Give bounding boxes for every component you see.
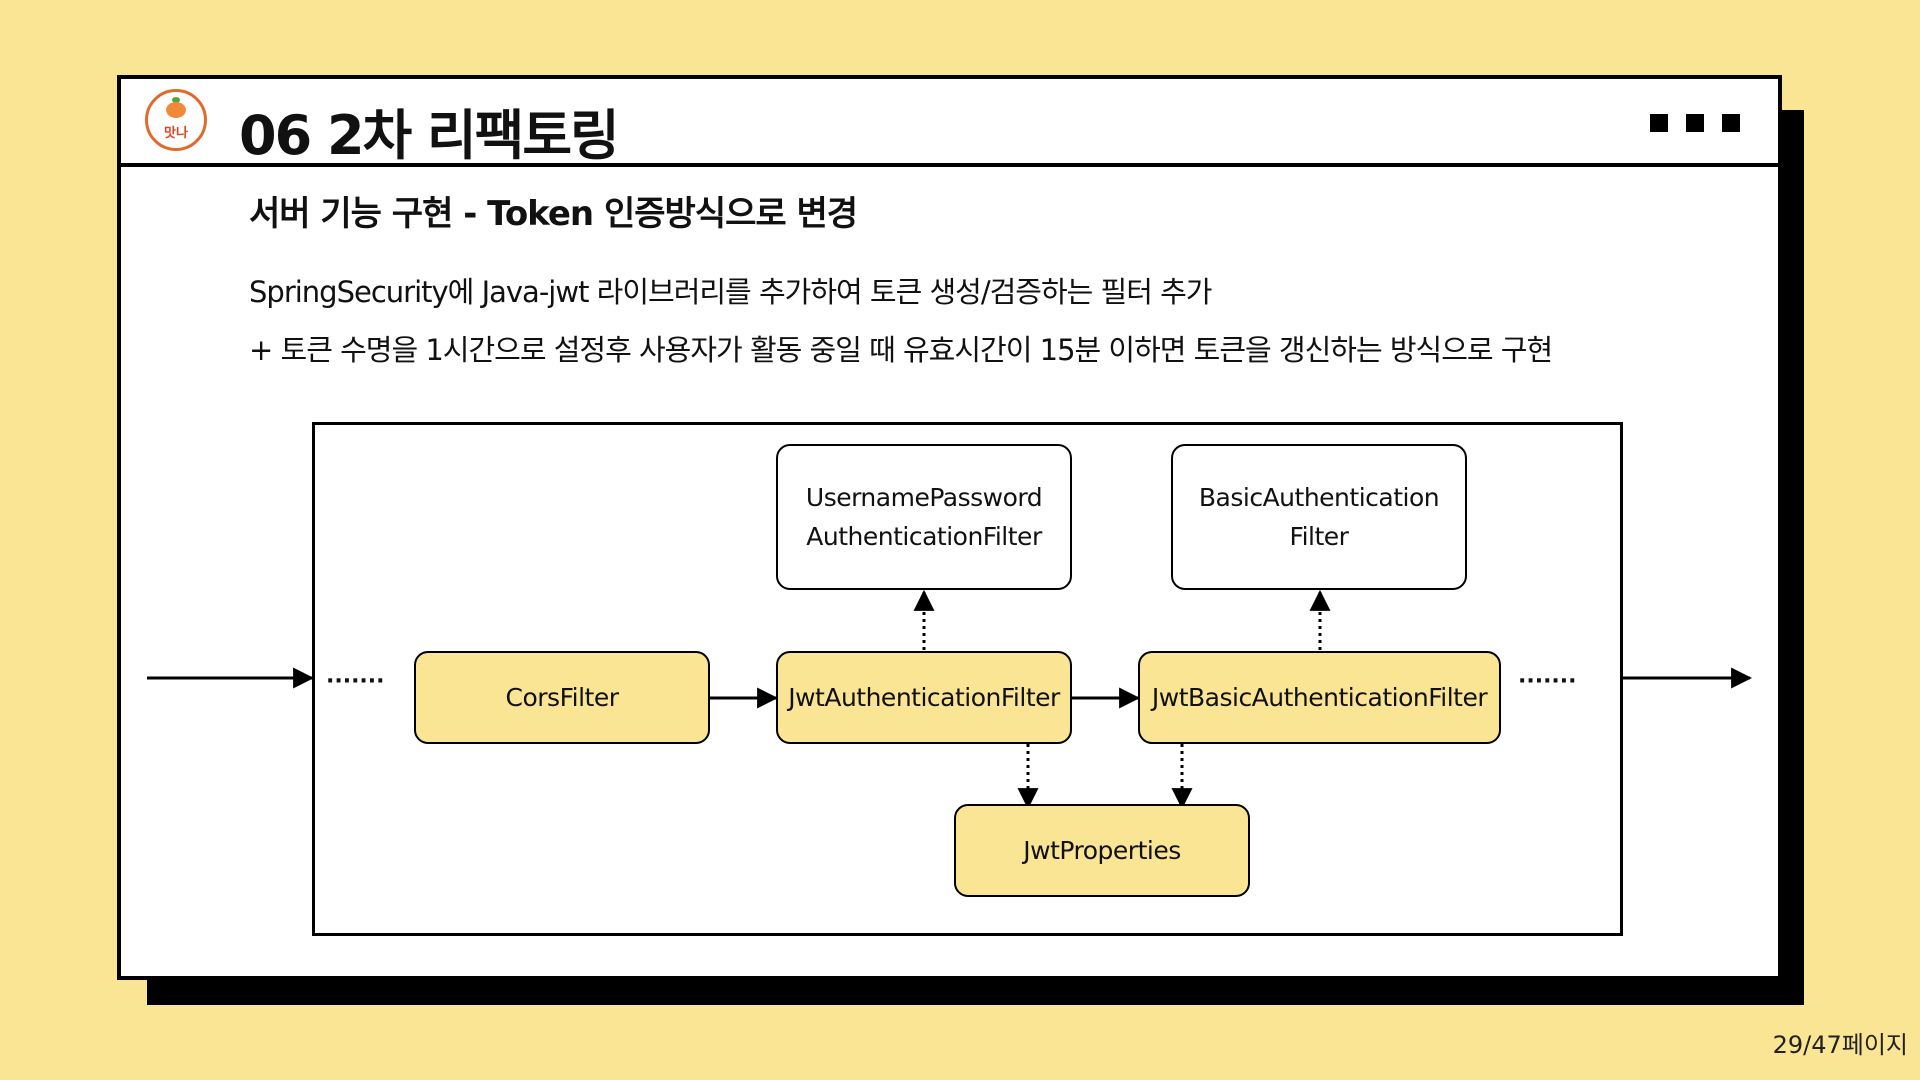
logo-text: 맛나 bbox=[164, 126, 188, 141]
node-label-line: AuthenticationFilter bbox=[806, 522, 1042, 551]
page-indicator: 29/47페이지 bbox=[1772, 1031, 1908, 1059]
slide-header: 맛나 06 2차 리팩토링 bbox=[121, 79, 1778, 167]
node-jwt-properties: JwtProperties bbox=[954, 804, 1250, 897]
description-line-1: SpringSecurity에 Java-jwt 라이브러리를 추가하여 토큰 … bbox=[249, 275, 1212, 309]
node-username-password-auth-filter: UsernamePassword AuthenticationFilter bbox=[776, 444, 1072, 590]
node-label-line: UsernamePassword bbox=[805, 483, 1043, 512]
square-dot-icon bbox=[1722, 114, 1740, 132]
section-subtitle: 서버 기능 구현 - Token 인증방식으로 변경 bbox=[249, 194, 858, 234]
square-dot-icon bbox=[1686, 114, 1704, 132]
logo-icon: 맛나 bbox=[145, 89, 207, 151]
ellipsis-right: ······· bbox=[1518, 669, 1577, 694]
node-jwt-basic-authentication-filter: JwtBasicAuthenticationFilter bbox=[1138, 651, 1501, 744]
ellipsis-left: ······· bbox=[326, 669, 385, 694]
node-label-line: Filter bbox=[1289, 522, 1349, 551]
window-dots bbox=[1650, 114, 1740, 132]
slide-title: 06 2차 리팩토링 bbox=[239, 104, 620, 167]
logo-fruit bbox=[166, 102, 186, 118]
node-cors-filter: CorsFilter bbox=[414, 651, 710, 744]
logo-leaf bbox=[172, 97, 180, 103]
node-label-line: BasicAuthentication bbox=[1198, 483, 1440, 512]
square-dot-icon bbox=[1650, 114, 1668, 132]
node-jwt-authentication-filter: JwtAuthenticationFilter bbox=[776, 651, 1072, 744]
node-basic-authentication-filter: BasicAuthentication Filter bbox=[1171, 444, 1467, 590]
description-line-2: + 토큰 수명을 1시간으로 설정후 사용자가 활동 중일 때 유효시간이 15… bbox=[249, 333, 1553, 367]
